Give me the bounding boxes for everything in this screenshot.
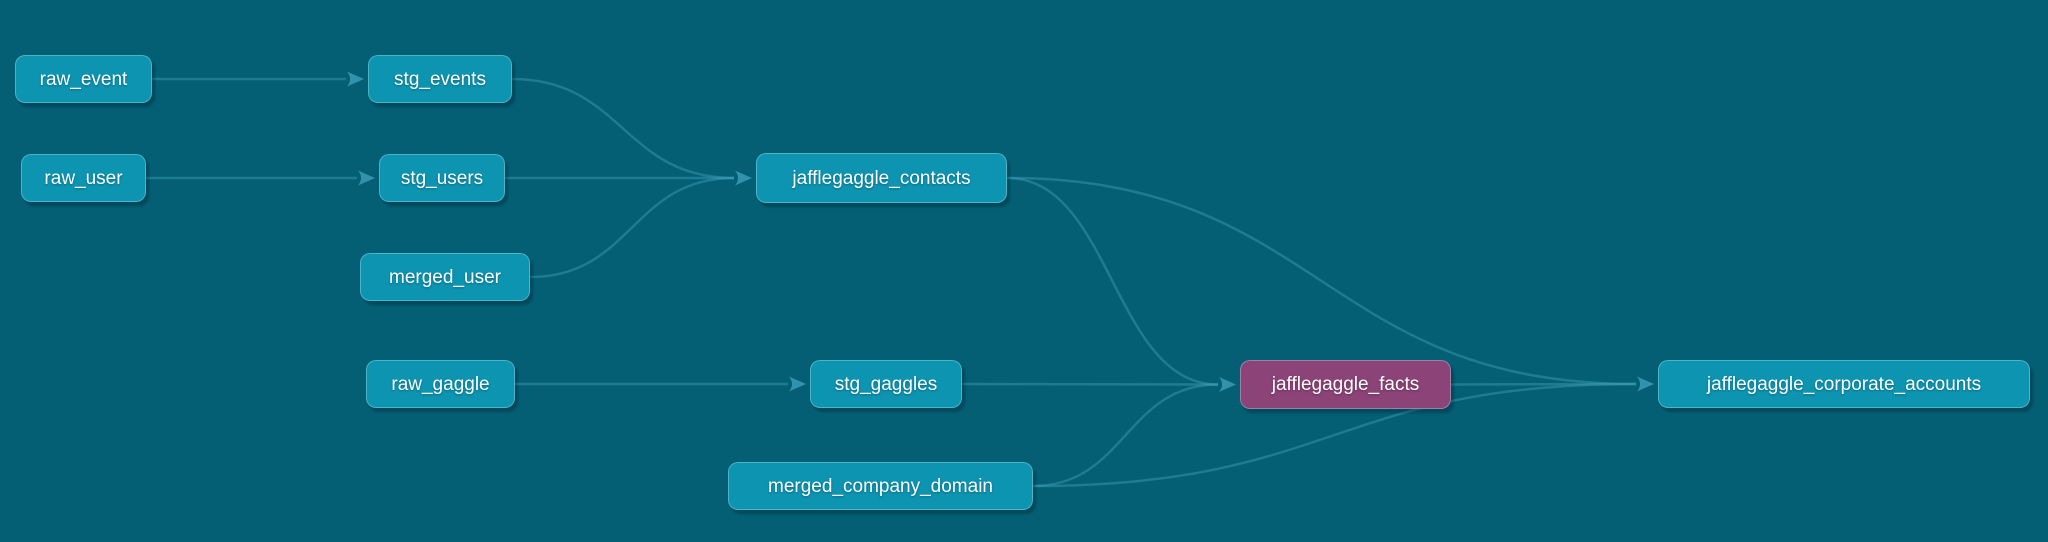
node-merged_company_domain[interactable]: merged_company_domain <box>728 462 1033 510</box>
edge-stg_gaggles-jafflegaggle_facts <box>961 382 1219 386</box>
node-label: stg_gaggles <box>834 373 938 395</box>
node-label: merged_user <box>389 266 501 288</box>
node-merged_user[interactable]: merged_user <box>360 253 530 301</box>
edge-jafflegaggle_contacts-jafflegaggle_facts <box>1006 176 1219 386</box>
edge-jafflegaggle_facts-jafflegaggle_corporate_accounts <box>1450 382 1637 386</box>
node-raw_user[interactable]: raw_user <box>21 154 146 202</box>
arrowhead-into-stg_gaggles <box>789 376 806 392</box>
node-label: raw_user <box>44 167 123 189</box>
node-label: jafflegaggle_contacts <box>792 167 971 189</box>
node-raw_event[interactable]: raw_event <box>15 55 152 103</box>
edge-stg_events-jafflegaggle_contacts <box>511 77 735 180</box>
node-label: merged_company_domain <box>768 475 993 497</box>
node-jafflegaggle_contacts[interactable]: jafflegaggle_contacts <box>756 153 1007 203</box>
node-jafflegaggle_facts[interactable]: jafflegaggle_facts <box>1240 360 1451 409</box>
node-label: stg_users <box>400 167 484 189</box>
node-label: raw_gaggle <box>391 373 490 395</box>
node-label: jafflegaggle_corporate_accounts <box>1706 373 1982 395</box>
edge-merged_company_domain-jafflegaggle_corporate_accounts <box>1032 382 1637 488</box>
arrowhead-into-jafflegaggle_facts <box>1219 377 1236 392</box>
node-jafflegaggle_corporate_accounts[interactable]: jafflegaggle_corporate_accounts <box>1658 360 2030 408</box>
arrowhead-into-stg_users <box>358 170 375 186</box>
node-label: jafflegaggle_facts <box>1271 374 1420 395</box>
node-stg_events[interactable]: stg_events <box>368 55 512 103</box>
edge-merged_user-jafflegaggle_contacts <box>529 176 735 279</box>
edge-jafflegaggle_contacts-jafflegaggle_corporate_accounts <box>1006 176 1637 386</box>
node-label: stg_events <box>394 68 486 90</box>
arrowhead-into-stg_events <box>347 71 364 87</box>
edge-merged_company_domain-jafflegaggle_facts <box>1032 383 1219 488</box>
node-stg_gaggles[interactable]: stg_gaggles <box>810 360 962 408</box>
arrowhead-into-jafflegaggle_contacts <box>735 170 752 186</box>
arrowhead-into-jafflegaggle_corporate_accounts <box>1637 376 1654 392</box>
node-label: raw_event <box>39 68 128 90</box>
node-raw_gaggle[interactable]: raw_gaggle <box>366 360 515 408</box>
node-stg_users[interactable]: stg_users <box>379 154 505 202</box>
